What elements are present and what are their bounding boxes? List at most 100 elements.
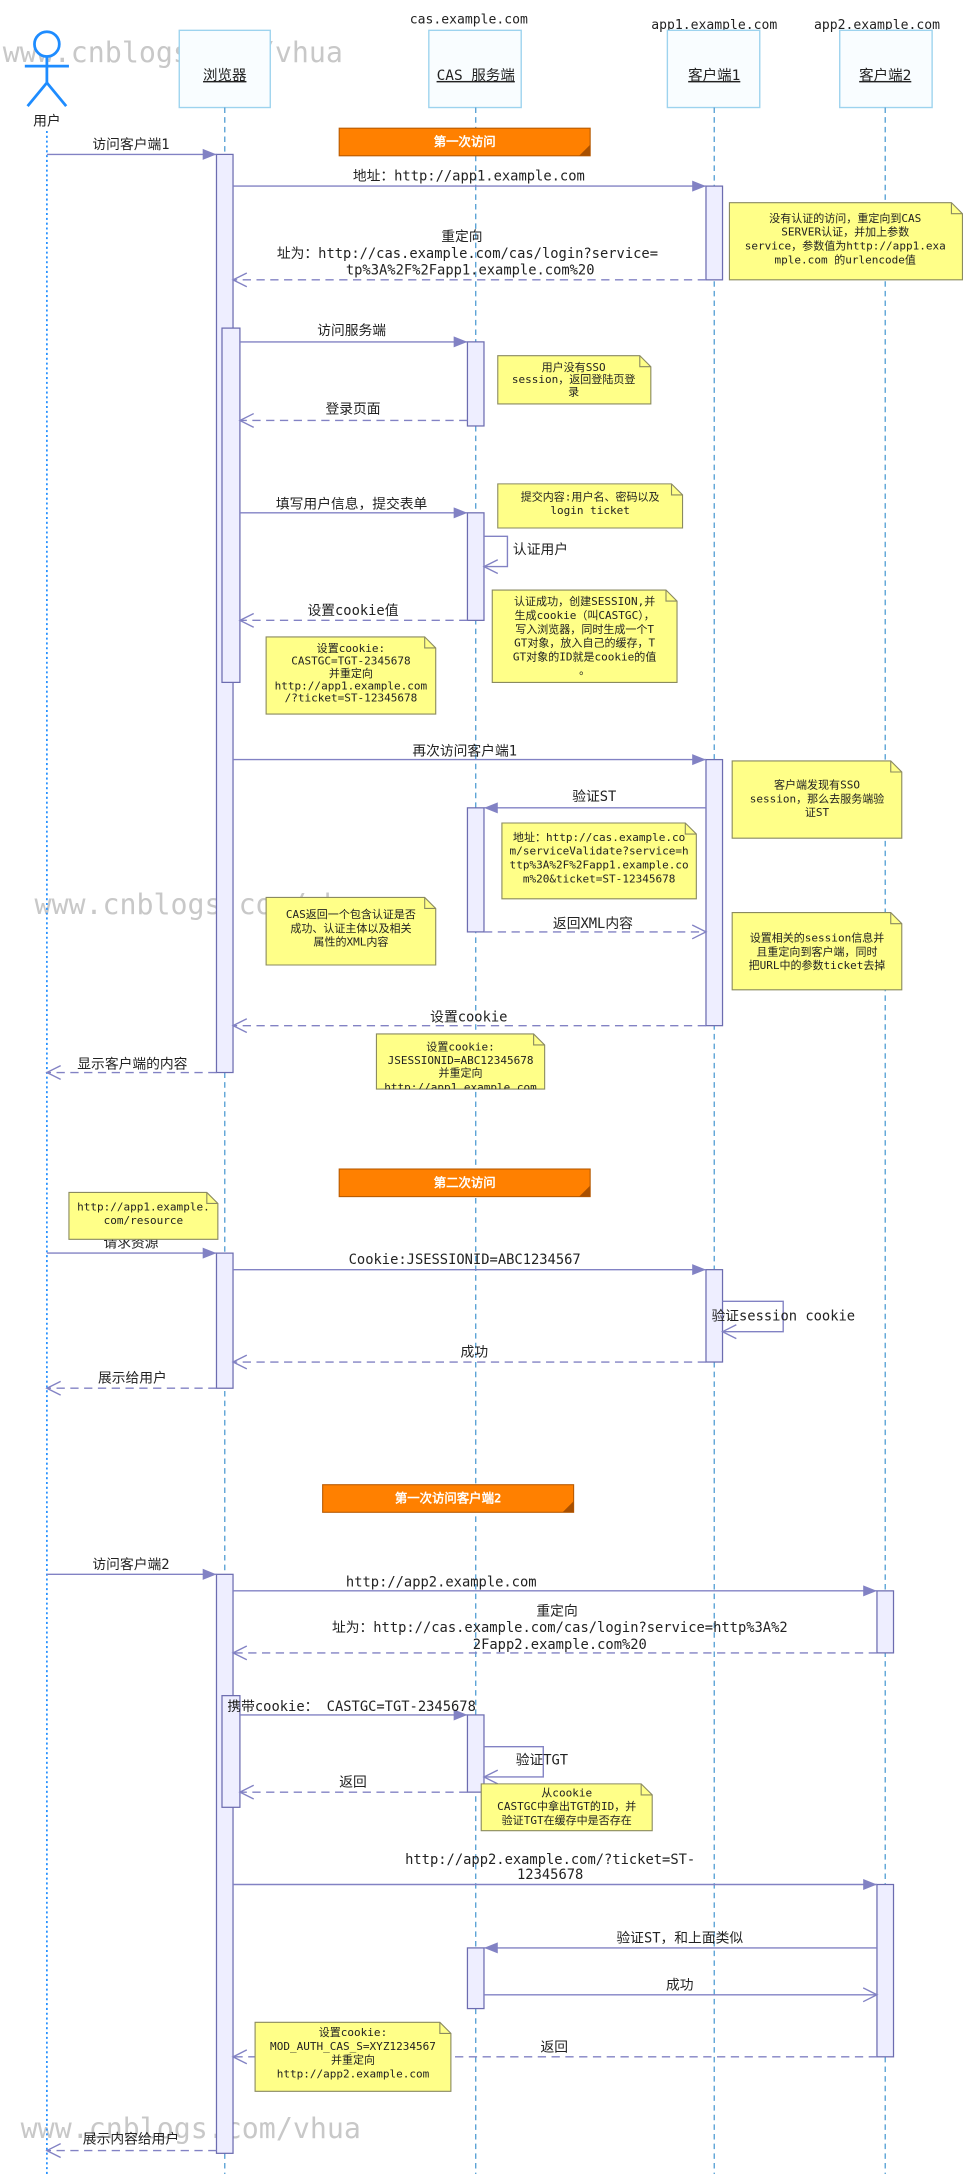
- note-text: mple.com 的urlencode值: [775, 252, 916, 266]
- note-text: CASTGC=TGT-2345678: [291, 654, 410, 667]
- section-banner-first-visit-client2: 第一次访问客户端2: [322, 1484, 575, 1513]
- message-label-authenticate-user: 认证用户: [513, 541, 568, 558]
- note-text: 验证TGT在缓存中是否存在: [502, 1813, 632, 1827]
- note-text: SERVER认证，并加上参数: [781, 225, 909, 239]
- activation-browser: [215, 1252, 234, 1389]
- note-set-castgc: 设置cookie: CASTGC=TGT-2345678 并重定向 http:/…: [265, 636, 437, 715]
- note-cas-returns-xml: CAS返回一个包含认证是否 成功、认证主体以及相关 属性的XML内容: [265, 896, 437, 966]
- note-text: m%20&ticket=ST-12345678: [523, 872, 676, 885]
- banner-fold: [562, 1501, 574, 1513]
- note-text: http://app2.example.com: [277, 2068, 430, 2081]
- note-text: 地址：http://cas.example.co: [513, 830, 685, 844]
- note-box: [480, 1783, 653, 1832]
- actor-head: [33, 30, 61, 58]
- participant-label-browser: 浏览器: [203, 67, 247, 84]
- note-text: GT对象，放入自己的缓存，T: [514, 636, 655, 650]
- message-label-return-cas: 返回: [339, 1775, 367, 1791]
- activation-cas-server: [466, 1714, 485, 1793]
- activation-browser: [215, 1573, 234, 2154]
- self-arrow-authenticate-user: [482, 535, 509, 575]
- note-box: [731, 912, 903, 991]
- message-label-redirect-app2: 重定向: [536, 1604, 577, 1620]
- note-text: session，那么去服务端验: [750, 791, 885, 805]
- actor-right-leg: [45, 81, 68, 108]
- note-fold: [890, 912, 902, 925]
- note-text: 客户端发现有SSO: [774, 778, 860, 792]
- note-fold: [684, 823, 697, 835]
- activation-browser-nested: [221, 327, 241, 684]
- self-arrow-validate-session-cookie: [720, 1300, 784, 1340]
- note-text: 。: [579, 664, 590, 677]
- message-label-address-app1: 地址：http://app1.example.com: [353, 169, 585, 185]
- message-label-show-to-user: 展示给用户: [98, 1370, 167, 1387]
- banner-box: [322, 1484, 575, 1513]
- note-text: 设置cookie:: [319, 2026, 387, 2039]
- banner-label: 第一次访问: [434, 134, 496, 149]
- participant-browser: [178, 29, 271, 109]
- banner-label: 第二次访问: [434, 1175, 496, 1190]
- watermark-bottom: www.cnblogs.com/vhua: [21, 2112, 361, 2145]
- note-text: 生成cookie（叫CASTGC），: [515, 608, 655, 622]
- message-label-validate-tgt: 验证TGT: [516, 1753, 568, 1769]
- message-label-redirect-app1: 重定向: [441, 229, 482, 245]
- note-box: [491, 589, 678, 683]
- message-label-return-xml: 返回XML内容: [553, 915, 633, 932]
- activation-browser-nested: [221, 1695, 241, 1808]
- banner-label: 第一次访问客户端2: [395, 1491, 502, 1506]
- note-resource-url: http://app1.example. com/resource: [68, 1191, 219, 1240]
- note-text: MOD_AUTH_CAS_S=XYZ1234567: [270, 2040, 436, 2053]
- note-box: [501, 822, 697, 900]
- activation-cas-server: [466, 1947, 485, 2010]
- section-banner-second-visit: 第二次访问: [338, 1168, 591, 1198]
- activation-client2: [876, 1590, 895, 1654]
- user-stick-figure-icon: [24, 30, 69, 108]
- message-label-show-content-to-user: 展示内容给用户: [83, 2131, 179, 2148]
- message-label-redirect-app1: tp%3A%2F%2Fapp1.example.com%20: [346, 262, 595, 278]
- note-fold: [439, 2022, 451, 2034]
- note-fold: [670, 483, 683, 496]
- message-label-ticket-app2: 12345678: [517, 1867, 583, 1883]
- note-text: 成功、认证主体以及相关: [290, 921, 411, 935]
- note-text: GT对象的ID就是cookie的值: [513, 649, 656, 663]
- note-text: 且重定向到客户端，同时: [756, 944, 877, 958]
- note-text: 证ST: [805, 806, 830, 819]
- note-box: [68, 1191, 219, 1240]
- note-text: JSESSIONID=ABC12345678: [388, 1054, 534, 1067]
- message-label-set-cookie: 设置cookie: [430, 1010, 507, 1026]
- note-set-jsessionid: 设置cookie: JSESSIONID=ABC12345678 并重定向 ht…: [375, 1033, 546, 1090]
- activation-client1: [705, 758, 724, 1027]
- message-label-address-app2: http://app2.example.com: [346, 1575, 537, 1591]
- participant-label-cas-server: CAS 服务端: [437, 67, 515, 84]
- banner-box: [338, 127, 591, 157]
- note-text: 设置相关的session信息并: [750, 931, 885, 945]
- note-text: 并重定向: [331, 2053, 375, 2067]
- note-fold: [665, 590, 678, 602]
- note-box: [265, 636, 437, 715]
- note-text: 把URL中的参数ticket去掉: [749, 958, 886, 972]
- section-banner-first-visit: 第一次访问: [338, 127, 591, 157]
- note-text: /?ticket=ST-12345678: [285, 692, 418, 705]
- note-set-mod-auth: 设置cookie: MOD_AUTH_CAS_S=XYZ1234567 并重定向…: [254, 2021, 452, 2092]
- activation-client1: [705, 1269, 724, 1363]
- note-box: [497, 355, 652, 405]
- host-label-app1: app1.example.com: [651, 18, 777, 33]
- note-text: CAS返回一个包含认证是否: [286, 907, 416, 921]
- note-fold: [533, 1033, 545, 1046]
- note-text: http://app1.example.com: [275, 679, 428, 692]
- host-label-app2: app2.example.com: [814, 18, 940, 33]
- note-client-finds-sso: 客户端发现有SSO session，那么去服务端验 证ST: [731, 760, 903, 839]
- note-text: login ticket: [550, 504, 630, 517]
- note-fold: [950, 202, 963, 215]
- note-fold: [890, 760, 902, 773]
- note-box: [375, 1033, 546, 1090]
- message-label-set-cookie-value: 设置cookie值: [307, 603, 398, 619]
- message-label-login-page: 登录页面: [325, 402, 380, 418]
- note-text: 写入浏览器，同时生成一个T: [515, 622, 654, 636]
- participant-cas-server: [428, 29, 522, 109]
- note-box: [265, 896, 437, 966]
- message-label-submit-form: 填写用户信息，提交表单: [276, 496, 428, 513]
- message-label-return-client2: 返回: [541, 2039, 569, 2055]
- message-label-visit-client1: 访问客户端1: [92, 136, 169, 153]
- message-label-ticket-app2: http://app2.example.com/?ticket=ST-: [405, 1852, 695, 1868]
